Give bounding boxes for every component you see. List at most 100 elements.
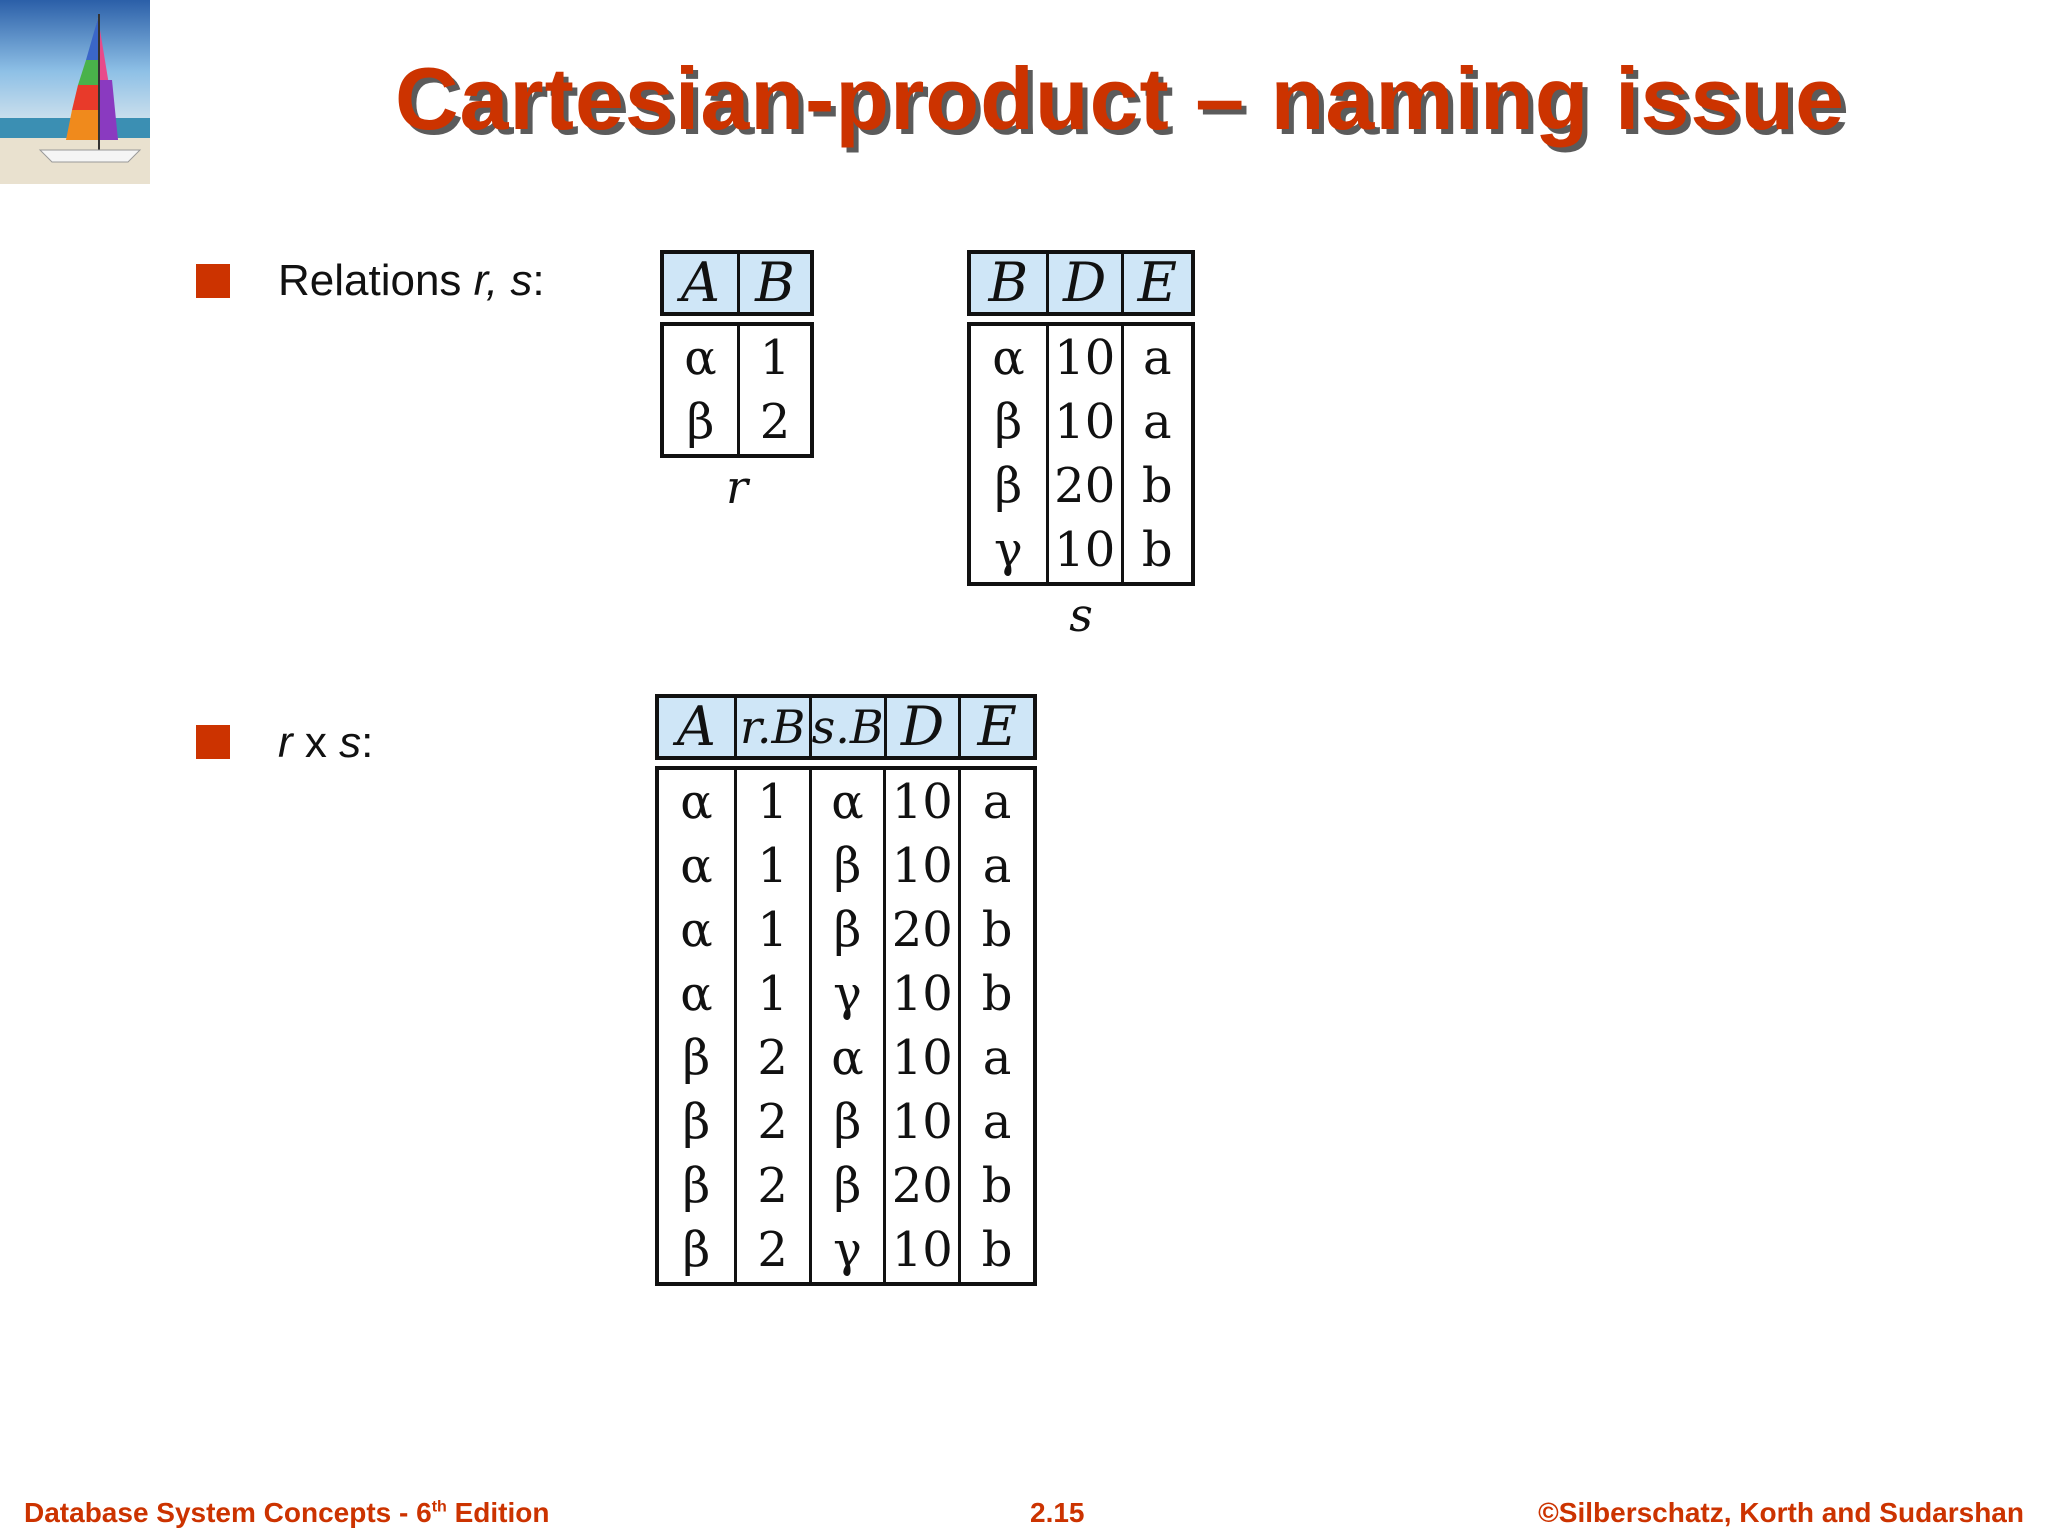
bullet-marker	[196, 264, 230, 298]
table-row: α 1	[664, 326, 810, 390]
table-row: β 20 b	[971, 454, 1191, 518]
table-cell: 20	[883, 1154, 958, 1218]
table-cell: 20	[1045, 454, 1121, 518]
table-cell: 10	[883, 1218, 958, 1282]
relation-s-header: B D E	[967, 250, 1195, 316]
bullet-op: x	[292, 718, 340, 767]
column-header: E	[1120, 254, 1191, 312]
table-cell: α	[680, 966, 713, 1022]
table-cell: 1	[733, 834, 809, 898]
table-cell: a	[1120, 326, 1191, 390]
column-header: r.B	[733, 698, 809, 756]
table-row: γ 10 b	[971, 518, 1191, 582]
table-cell: β	[682, 1222, 711, 1278]
column-header: B	[737, 254, 810, 312]
bullet-text-vars: r, s	[473, 256, 533, 305]
bullet-suffix: :	[361, 718, 374, 767]
footer-left: Database System Concepts - 6th Edition	[24, 1497, 549, 1529]
table-cell: 10	[883, 962, 958, 1026]
table-cell: α	[992, 330, 1025, 386]
bullet-text-suffix: :	[532, 256, 545, 305]
column-header: B	[988, 251, 1029, 314]
table-cell: α	[808, 1026, 884, 1090]
table-row: β 10 a	[971, 390, 1191, 454]
relation-r-caption: r	[726, 460, 748, 514]
table-cell: a	[958, 1090, 1033, 1154]
table-cell: 1	[733, 770, 809, 834]
table-cell: 10	[883, 834, 958, 898]
footer-edition: Edition	[446, 1497, 550, 1528]
table-cell: a	[958, 1026, 1033, 1090]
table-cell: 2	[733, 1090, 809, 1154]
table-cell: β	[682, 1094, 711, 1150]
column-header: A	[681, 251, 720, 314]
table-cell: 2	[733, 1026, 809, 1090]
table-cell: 10	[1045, 326, 1121, 390]
table-cell: b	[958, 898, 1033, 962]
slide-title: Cartesian-product – naming issue	[394, 49, 1846, 148]
table-cell: α	[684, 330, 717, 386]
table-cell: 2	[733, 1154, 809, 1218]
footer-copyright: ©Silberschatz, Korth and Sudarshan	[1538, 1497, 2024, 1528]
column-header: s.B	[808, 698, 884, 756]
table-cell: 10	[1045, 390, 1121, 454]
bullet-product: r x s:	[278, 718, 373, 768]
relation-r-header: A B	[660, 250, 814, 316]
table-cell: α	[680, 838, 713, 894]
relation-s-caption: s	[1069, 588, 1093, 642]
table-cell: b	[1120, 454, 1191, 518]
table-cell: 20	[883, 898, 958, 962]
bullet-var-s: s	[339, 718, 362, 767]
table-cell: α	[680, 902, 713, 958]
table-cell: b	[1120, 518, 1191, 582]
table-cell: β	[686, 394, 715, 450]
table-cell: a	[1120, 390, 1191, 454]
table-cell: α	[808, 770, 884, 834]
table-cell: 1	[733, 962, 809, 1026]
table-cell: β	[808, 834, 884, 898]
relation-s: B D E α 10 a β 10 a β 20 b γ 10 b s	[967, 250, 1195, 642]
table-cell: γ	[994, 522, 1023, 578]
bullet-text-prefix: Relations	[278, 256, 474, 305]
table-cell: b	[958, 962, 1033, 1026]
footer-edition-sup: th	[431, 1498, 447, 1516]
bullet-var-r: r	[278, 718, 293, 767]
table-cell: β	[808, 1090, 884, 1154]
table-cell: a	[958, 834, 1033, 898]
bullet-relations: Relations r, s:	[278, 256, 545, 306]
table-cell: β	[994, 458, 1023, 514]
table-cell: a	[958, 770, 1033, 834]
footer-page-number: 2.15	[1030, 1497, 1085, 1528]
table-cell: 10	[883, 1026, 958, 1090]
table-cell: 1	[733, 898, 809, 962]
table-cell: 2	[737, 390, 810, 454]
column-header: D	[883, 698, 959, 756]
table-row: β 2	[664, 390, 810, 454]
relation-s-body: α 10 a β 10 a β 20 b γ 10 b	[967, 322, 1195, 586]
table-cell: β	[808, 898, 884, 962]
table-cell: b	[958, 1154, 1033, 1218]
relation-r-body: α 1 β 2	[660, 322, 814, 458]
footer-book-title: Database System Concepts - 6	[24, 1497, 432, 1528]
table-cell: γ	[808, 1218, 884, 1282]
table-row: α 10 a	[971, 326, 1191, 390]
relation-r: A B α 1 β 2 r	[660, 250, 814, 514]
relation-r-x-s-header: A r.B s.B D E	[655, 694, 1037, 760]
column-header: D	[1045, 254, 1121, 312]
table-cell: β	[808, 1154, 884, 1218]
table-cell: 10	[883, 1090, 958, 1154]
table-cell: b	[958, 1218, 1033, 1282]
column-header: A	[676, 695, 716, 758]
table-cell: 10	[1045, 518, 1121, 582]
table-cell: γ	[808, 962, 884, 1026]
bullet-marker	[196, 725, 230, 759]
